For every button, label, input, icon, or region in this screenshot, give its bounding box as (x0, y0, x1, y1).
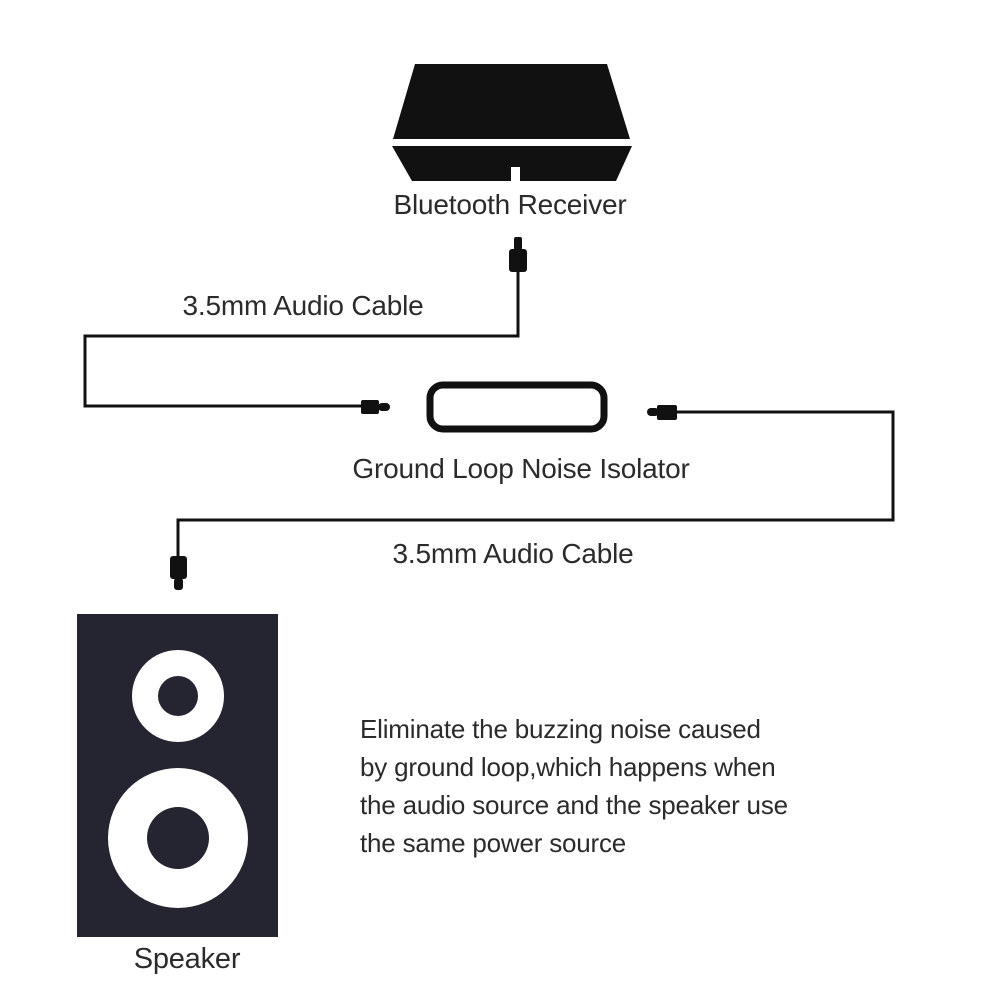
audio-jack-plug-icon (174, 578, 183, 590)
speaker-illustration (77, 614, 278, 937)
audio-jack-plug-icon (514, 237, 522, 250)
description-text: Eliminate the buzzing noise caused by gr… (360, 710, 788, 862)
audio-cable-2-label: 3.5mm Audio Cable (392, 538, 634, 569)
cable-line (176, 410, 895, 557)
audio-jack-plug-icon (509, 249, 527, 272)
audio-cable-top (83, 237, 527, 414)
audio-jack-plug-icon (170, 556, 187, 579)
speaker-woofer-center (147, 807, 209, 869)
speaker-label: Speaker (133, 943, 241, 975)
description-line: Eliminate the buzzing noise caused (360, 714, 761, 744)
audio-jack-plug-icon (647, 408, 659, 416)
description-line: the audio source and the speaker use (360, 790, 788, 820)
bluetooth-receiver-label: Bluetooth Receiver (393, 189, 627, 220)
audio-jack-plug-icon (361, 400, 379, 414)
description-line: by ground loop,which happens when (360, 752, 776, 782)
audio-jack-plug-icon (378, 403, 390, 411)
description-line: the same power source (360, 828, 627, 858)
speaker-tweeter-center (158, 676, 198, 716)
isolator-body (426, 381, 608, 433)
receiver-top-face (393, 64, 630, 139)
bluetooth-receiver-illustration (392, 64, 632, 181)
audio-cable-bottom (170, 405, 895, 590)
ground-loop-noise-isolator-illustration (426, 381, 608, 433)
receiver-front-face (392, 146, 632, 181)
cable-line (83, 271, 520, 408)
isolator-label: Ground Loop Noise Isolator (352, 453, 690, 484)
audio-cable-1-label: 3.5mm Audio Cable (182, 290, 424, 321)
audio-jack-plug-icon (657, 405, 677, 420)
receiver-led-notch (511, 167, 520, 181)
